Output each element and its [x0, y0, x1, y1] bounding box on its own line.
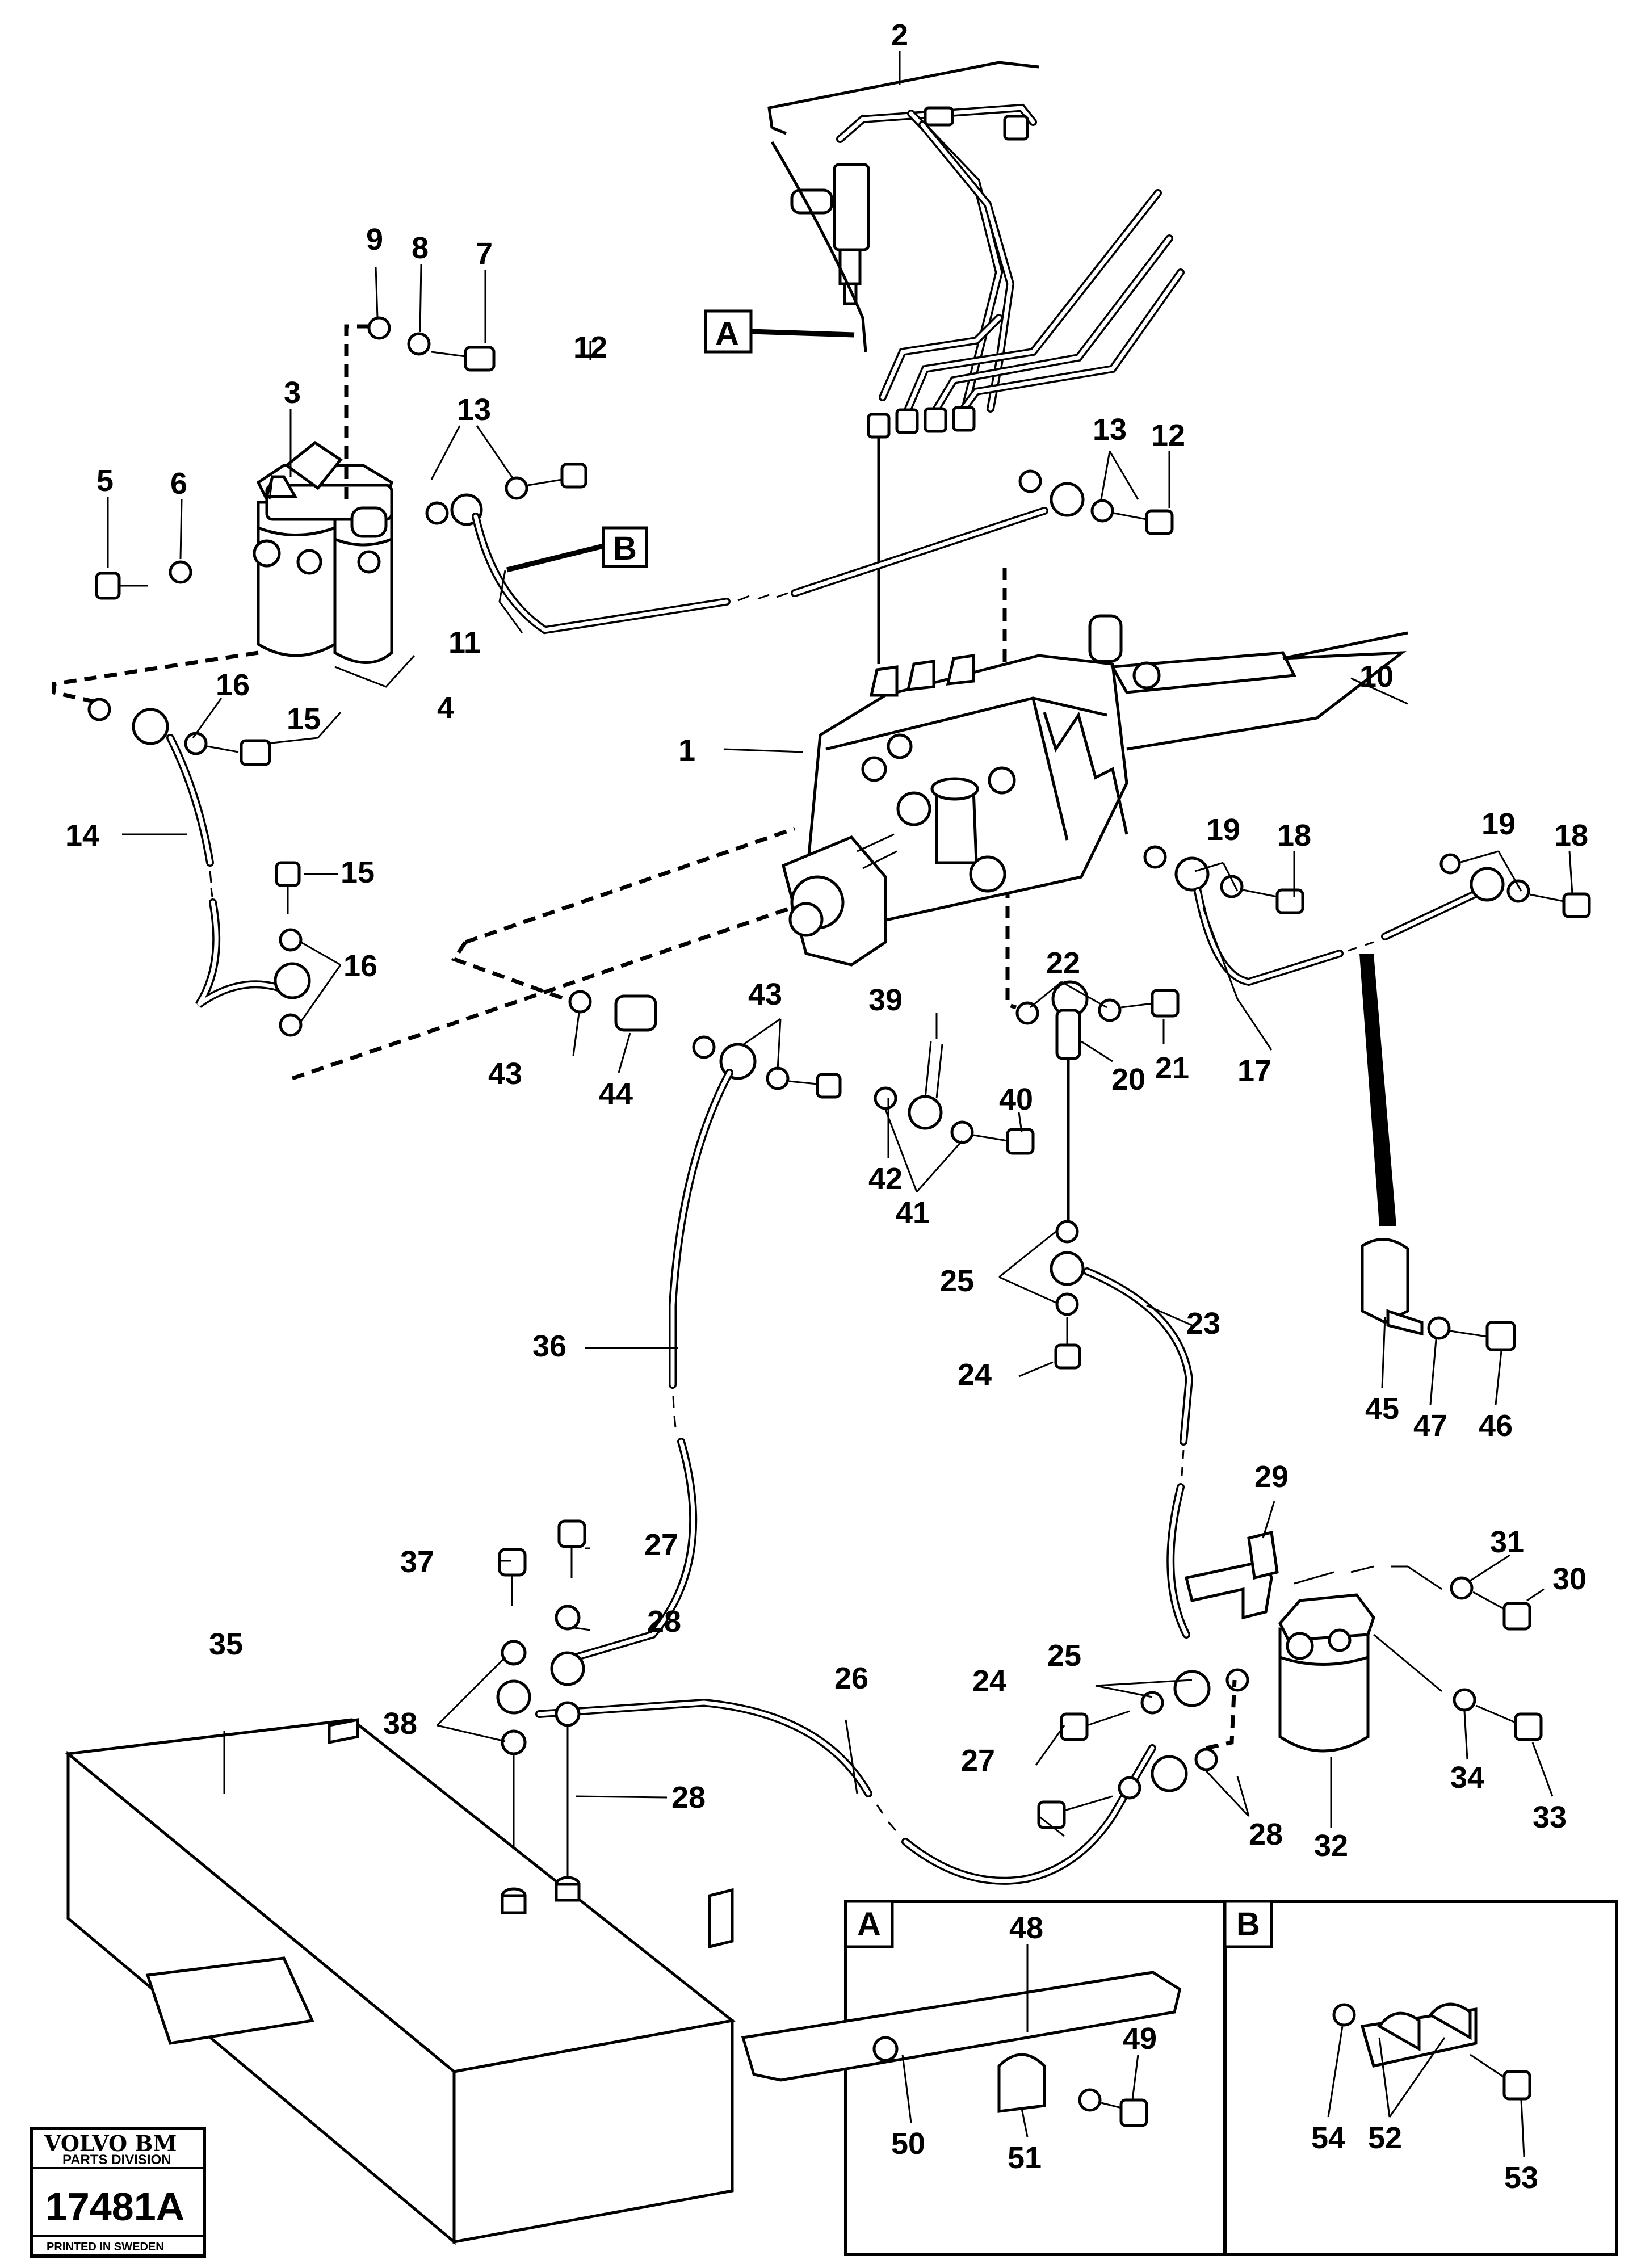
part-label-39: 39 [868, 983, 903, 1017]
part-label-40: 40 [999, 1082, 1033, 1116]
filter-32-fittings [1037, 1668, 1249, 1829]
part-label-19a: 19 [1206, 813, 1240, 847]
part-label-16b: 16 [343, 949, 377, 983]
fitting-assembly-39-44 [568, 990, 1035, 1155]
part-label-11: 11 [448, 625, 481, 660]
detail-panel-a: A [741, 1900, 1227, 2256]
part-label-8: 8 [412, 231, 429, 265]
fuel-filter-twin [253, 440, 394, 664]
part-label-15b: 15 [341, 855, 375, 889]
part-label-12a: 12 [573, 330, 607, 364]
callout-b-label: B [613, 530, 637, 567]
part-label-36: 36 [532, 1329, 566, 1363]
fuel-filter-32 [1278, 1593, 1543, 1753]
part-label-46: 46 [1479, 1409, 1513, 1443]
panel-a-title: A [857, 1906, 881, 1943]
part-label-30: 30 [1552, 1562, 1587, 1596]
injection-pump [782, 614, 1408, 967]
part-label-23: 23 [1186, 1307, 1220, 1341]
part-label-29: 29 [1254, 1460, 1289, 1494]
part-label-1: 1 [678, 733, 695, 767]
part-label-18b: 18 [1554, 818, 1588, 852]
part-label-47: 47 [1413, 1409, 1447, 1443]
part-label-28b: 28 [671, 1780, 706, 1815]
part-label-3: 3 [284, 376, 301, 410]
callout-b: B [506, 526, 648, 573]
part-label-25a: 25 [940, 1264, 974, 1298]
part-label-15a: 15 [287, 702, 321, 736]
part-label-43a: 43 [488, 1057, 522, 1091]
clamp-45 [1361, 1238, 1516, 1351]
part-label-13b: 13 [1093, 413, 1127, 447]
part-label-6: 6 [170, 467, 187, 501]
part-labels: 2 1 3 4 5 6 7 8 9 10 11 12 12 13 13 14 1… [65, 18, 1588, 2195]
fuel-tank [64, 1717, 736, 2245]
part-label-38: 38 [383, 1707, 417, 1741]
part-label-4: 4 [437, 691, 454, 725]
part-label-54: 54 [1311, 2121, 1345, 2155]
part-label-12b: 12 [1151, 418, 1185, 452]
part-label-2: 2 [891, 18, 908, 52]
part-label-41: 41 [896, 1196, 930, 1230]
part-label-44: 44 [599, 1077, 633, 1111]
part-label-34: 34 [1450, 1761, 1484, 1795]
part-label-10: 10 [1359, 660, 1394, 694]
volvo-bm-stamp: VOLVO BM PARTS DIVISION 17481A PRINTED I… [30, 2127, 206, 2258]
part-label-31: 31 [1490, 1525, 1524, 1559]
leader-lines [107, 51, 1573, 2157]
part-label-27b: 27 [961, 1744, 995, 1778]
callout-a: A [704, 309, 855, 354]
part-label-42: 42 [868, 1162, 903, 1196]
part-label-24b: 24 [972, 1664, 1006, 1698]
fuel-hose-23 [1050, 1220, 1194, 1639]
part-label-28a: 28 [647, 1605, 681, 1639]
part-label-16a: 16 [216, 668, 250, 702]
fuel-pipe-11 [472, 469, 1174, 635]
fuel-pipe-17 [1143, 845, 1591, 1226]
part-label-20: 20 [1111, 1062, 1145, 1097]
part-label-7: 7 [476, 237, 493, 271]
stamp-brand: VOLVO BM [44, 2131, 177, 2156]
part-label-13a: 13 [457, 393, 491, 427]
fuel-pipe-14 [87, 698, 311, 1037]
part-label-26: 26 [834, 1661, 868, 1695]
part-label-32: 32 [1314, 1829, 1348, 1863]
part-label-52: 52 [1368, 2121, 1402, 2155]
part-label-43b: 43 [748, 977, 782, 1011]
part-label-53: 53 [1504, 2161, 1538, 2195]
part-label-22: 22 [1046, 946, 1080, 980]
part-label-28c: 28 [1249, 1817, 1283, 1851]
stamp-division: PARTS DIVISION [62, 2152, 171, 2168]
part-label-24a: 24 [958, 1358, 992, 1392]
part-label-45: 45 [1365, 1392, 1399, 1426]
part-label-18a: 18 [1277, 818, 1311, 852]
part-label-33: 33 [1533, 1800, 1567, 1834]
injector-pipes [767, 61, 1185, 664]
part-label-37: 37 [400, 1545, 434, 1579]
part-label-21: 21 [1155, 1051, 1189, 1085]
part-label-27a: 27 [644, 1528, 678, 1562]
part-label-49: 49 [1123, 2022, 1157, 2056]
fuel-hose-36 [552, 1069, 733, 1667]
detail-panel-b: B [1223, 1900, 1618, 2256]
part-label-35: 35 [209, 1627, 243, 1661]
part-label-14: 14 [65, 818, 99, 852]
part-label-50: 50 [891, 2127, 925, 2161]
part-label-5: 5 [96, 464, 114, 498]
tank-fittings [496, 1519, 586, 1884]
part-label-9: 9 [366, 222, 383, 257]
part-label-25b: 25 [1047, 1639, 1081, 1673]
panel-b-title: B [1236, 1906, 1260, 1943]
callout-a-label: A [715, 316, 739, 352]
part-label-17: 17 [1237, 1054, 1271, 1088]
leak-off-dashed-lines [52, 568, 1017, 1081]
part-label-48: 48 [1009, 1911, 1043, 1945]
banjo-fitting-20 [1015, 980, 1180, 1220]
part-label-51: 51 [1008, 2141, 1042, 2175]
stamp-printed: PRINTED IN SWEDEN [47, 2241, 164, 2253]
part-label-19b: 19 [1481, 807, 1516, 841]
stamp-number: 17481A [45, 2185, 184, 2229]
filter-fasteners [95, 316, 587, 600]
